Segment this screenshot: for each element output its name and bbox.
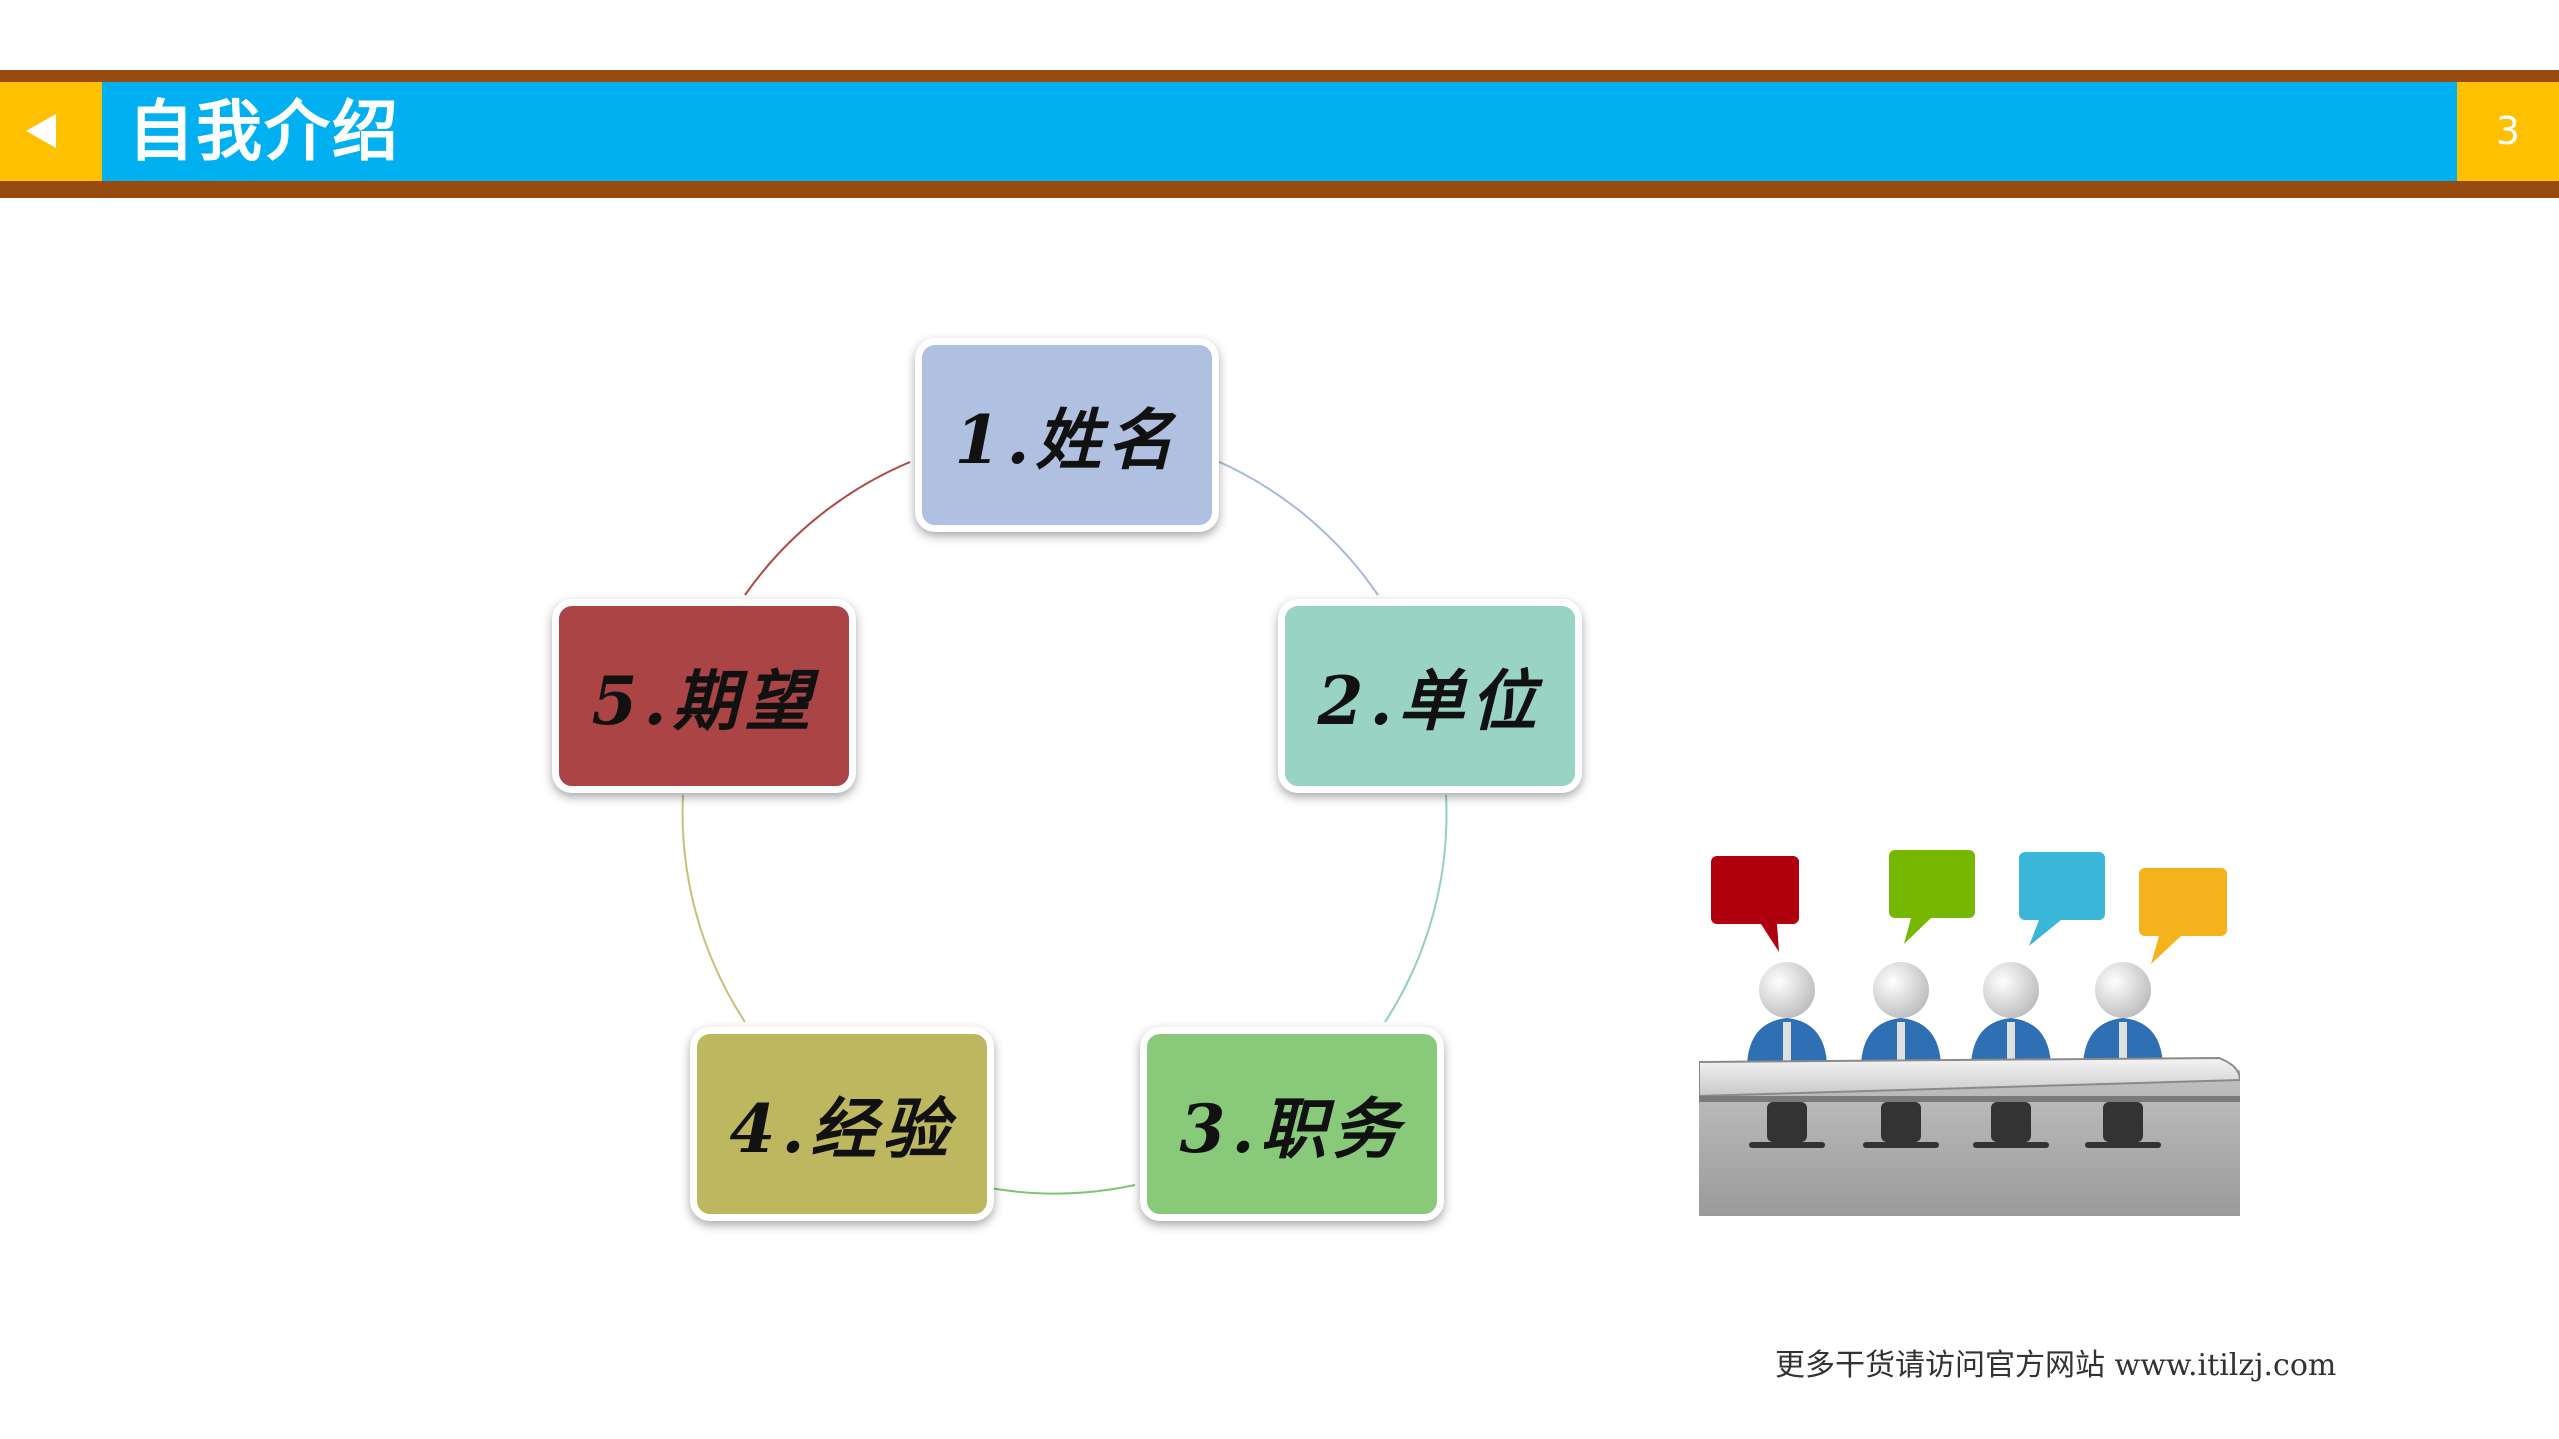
person-figure: [2083, 962, 2163, 1065]
cycle-node-organization: 2.单位: [1278, 599, 1582, 793]
cycle-node-experience: 4.经验: [690, 1027, 994, 1221]
cycle-node-label: 1.姓名: [954, 401, 1180, 479]
speech-bubble-blue: [2019, 852, 2105, 946]
chair-legs: [1749, 1102, 2161, 1148]
page-number-tab: 3: [2457, 82, 2559, 181]
arc-4-5: [681, 794, 746, 1023]
back-button[interactable]: [0, 82, 102, 181]
cycle-node-label: 2.单位: [1317, 662, 1543, 740]
page-number: 3: [2495, 109, 2521, 153]
page-title: 自我介绍: [128, 93, 400, 170]
arc-2-3: [1384, 794, 1448, 1023]
arc-5-1: [744, 461, 911, 596]
header-band: 自我介绍 3: [0, 82, 2559, 181]
back-triangle-icon: [26, 114, 56, 148]
person-figure: [1971, 962, 2051, 1065]
cycle-node-name: 1.姓名: [915, 338, 1219, 532]
cycle-node-label: 3.职务: [1179, 1090, 1405, 1168]
header-bar: 自我介绍 3: [0, 70, 2559, 198]
speech-bubble-orange: [2139, 868, 2227, 964]
cycle-node-expectation: 5.期望: [552, 599, 856, 793]
cycle-node-position: 3.职务: [1140, 1027, 1444, 1221]
meeting-illustration: [1699, 840, 2240, 1216]
arc-3-4: [989, 1184, 1136, 1195]
cycle-node-label: 5.期望: [591, 662, 817, 740]
speech-bubble-red: [1711, 856, 1799, 952]
person-figure: [1861, 962, 1941, 1065]
footer-website-note: 更多干货请访问官方网站 www.itilzj.com: [1775, 1348, 2337, 1383]
speech-bubble-green: [1889, 850, 1975, 944]
cycle-node-label: 4.经验: [729, 1090, 955, 1168]
arc-1-2: [1214, 459, 1379, 596]
person-figure: [1747, 962, 1827, 1065]
